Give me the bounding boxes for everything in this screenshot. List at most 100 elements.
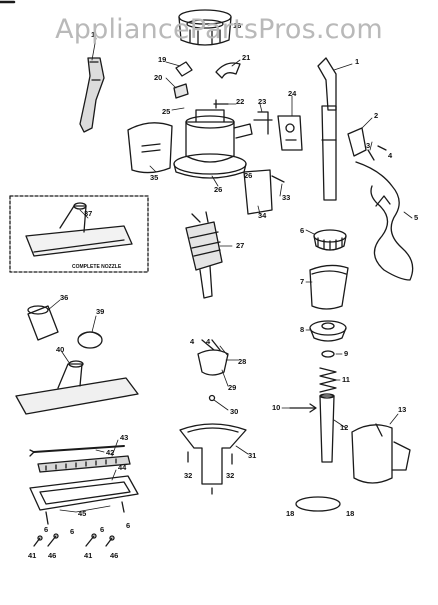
callout-11: 11 (342, 375, 350, 384)
callout-27: 27 (236, 241, 244, 250)
callout-12: 12 (340, 423, 348, 432)
callout-6-e: 6 (100, 525, 104, 534)
part-39-cap (77, 331, 103, 349)
part-21-clip (215, 62, 241, 79)
part-35-cover (127, 122, 173, 174)
part-44-base-plate (29, 475, 139, 511)
part-2-bracket (347, 127, 367, 157)
callout-6: 6 (300, 226, 304, 235)
part-27-motor (185, 211, 223, 299)
callout-23: 23 (258, 97, 266, 106)
callout-2: 2 (374, 111, 378, 120)
part-7-dust-cup (309, 264, 349, 310)
part-28-29-knob (197, 339, 229, 376)
part-24-switch (277, 115, 303, 151)
callout-13: 13 (398, 405, 406, 414)
callout-42: 42 (106, 448, 114, 457)
part-13-bin (351, 423, 411, 484)
callout-41-left: 41 (28, 551, 36, 560)
part-19-20 (173, 61, 193, 99)
part-12-tube (319, 393, 335, 463)
part-25-motor-housing (173, 109, 253, 179)
part-37-complete-nozzle (25, 202, 133, 257)
part-8-bearing (309, 320, 347, 342)
part-18-top-cap (178, 9, 232, 46)
callout-30: 30 (230, 407, 238, 416)
part-43-brush (37, 455, 131, 473)
part-32-screws (187, 451, 233, 495)
callout-41-right: 41 (84, 551, 92, 560)
callout-8: 8 (300, 325, 304, 334)
callout-19: 19 (158, 55, 166, 64)
part-handle-left (79, 57, 105, 133)
part-35-grille (141, 143, 161, 153)
callout-22: 22 (236, 97, 244, 106)
part-5-power-cord (355, 161, 414, 281)
callout-21: 21 (242, 53, 250, 62)
leader-lines (47, 37, 413, 513)
part-3-4-screws (367, 145, 387, 161)
callout-32-left: 32 (184, 471, 192, 480)
callout-44: 44 (118, 463, 127, 472)
part-22-pin (213, 99, 229, 109)
callout-20: 20 (154, 73, 162, 82)
callout-36: 36 (60, 293, 68, 302)
part-5-plug (375, 195, 391, 207)
part-9-washer (321, 350, 335, 358)
part-6-fan (313, 229, 347, 251)
part-11-spring (319, 367, 337, 393)
inset-caption: COMPLETE NOZZLE (72, 264, 122, 270)
callout-18-left: 18 (286, 509, 294, 518)
callout-31: 31 (248, 451, 256, 460)
callout-10: 10 (272, 403, 280, 412)
part-30-ball (208, 394, 216, 402)
callout-26: 26 (214, 185, 222, 194)
callout-9: 9 (344, 349, 348, 358)
part-34-guard (243, 169, 273, 215)
callout-6-b: 6 (70, 527, 74, 536)
callout-45: 45 (78, 509, 86, 518)
part-10-pin (289, 403, 317, 413)
part-36-roller (27, 305, 59, 341)
callout-24: 24 (288, 89, 297, 98)
part-31-base (179, 423, 247, 485)
part-42-strip (33, 445, 125, 453)
callout-39: 39 (96, 307, 104, 316)
callout-6-c: 6 (126, 521, 130, 530)
callout-17: 1 (91, 30, 95, 39)
part-45-46-41-screws (33, 501, 125, 547)
callout-3: 3 (366, 141, 370, 150)
part-42-end (29, 449, 35, 457)
callout-28: 28 (238, 357, 246, 366)
part-16-band (295, 496, 341, 512)
callout-46-right: 46 (110, 551, 118, 560)
part-23-bracket (253, 111, 273, 135)
inset-frame-complete-nozzle (9, 195, 149, 273)
callout-25: 25 (162, 107, 170, 116)
callout-34: 34 (258, 211, 267, 220)
callout-6-d: 6 (44, 525, 48, 534)
callout-7: 7 (300, 277, 304, 286)
part-33-screw (271, 175, 285, 183)
callout-29: 29 (228, 383, 236, 392)
callout-1: 1 (355, 57, 359, 66)
callout-18-right: 18 (346, 509, 354, 518)
callout-37: 37 (84, 209, 92, 218)
part-40-nozzle-base (15, 360, 139, 415)
callout-4-b: 4 (190, 337, 195, 346)
callout-4: 4 (388, 151, 393, 160)
callout-33: 33 (282, 193, 290, 202)
callout-5: 5 (414, 213, 418, 222)
callout-32-right: 32 (226, 471, 234, 480)
callout-4-c: 4 (206, 337, 211, 346)
callout-46-left: 46 (48, 551, 56, 560)
callout-43: 43 (120, 433, 128, 442)
callout-18-top: 18 (233, 21, 241, 30)
callout-numbers: 1 1 2 3 4 5 6 7 8 9 10 11 12 13 18 18 18… (28, 21, 418, 560)
callout-26b: 26 (244, 171, 252, 180)
part-1-wand (317, 57, 337, 201)
callout-40: 40 (56, 345, 64, 354)
callout-35: 35 (150, 173, 158, 182)
